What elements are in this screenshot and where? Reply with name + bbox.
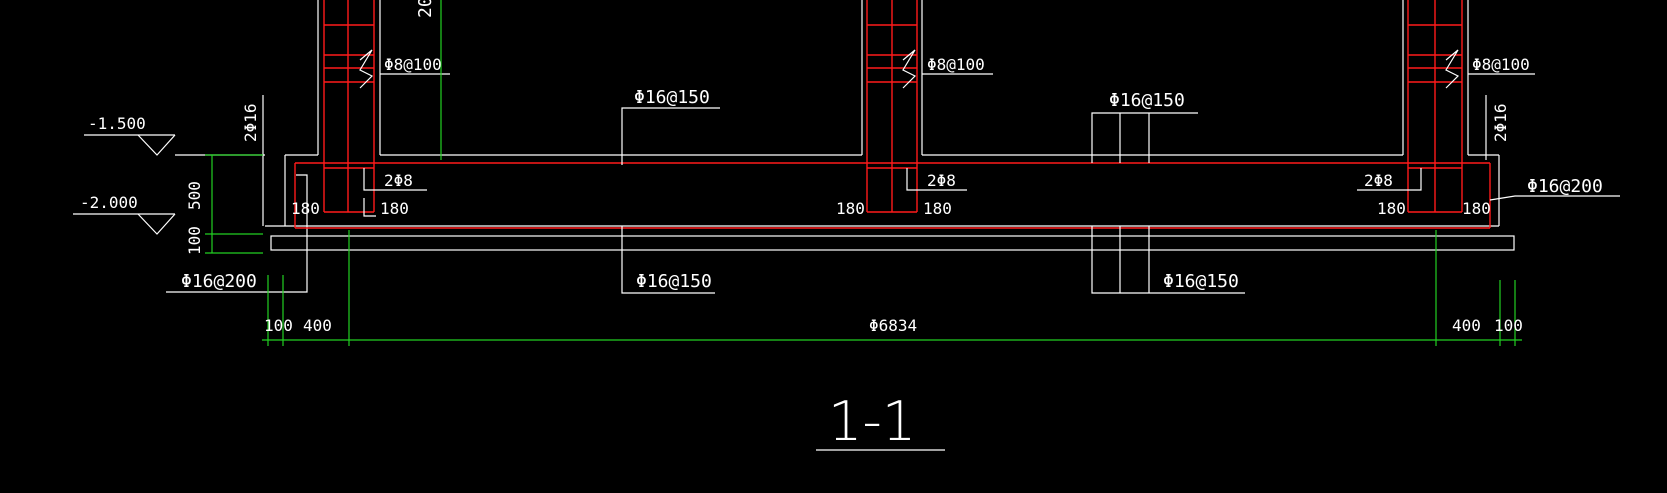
rebar-stirrup-3: Φ8@100	[1472, 55, 1530, 74]
dim-top: 20	[415, 0, 436, 18]
rebar-top-1: Φ16@150	[634, 87, 710, 108]
rebar-bottom-1: Φ16@150	[636, 271, 712, 292]
lap-mid-1: 180	[836, 199, 865, 218]
level-1: -1.500	[88, 114, 146, 133]
rebar-lines	[294, 0, 1491, 229]
rebar-top-2: Φ16@150	[1109, 90, 1185, 111]
rebar-beam-1: 2Φ8	[384, 171, 413, 190]
rebar-vert-right: 2Φ16	[1491, 103, 1510, 142]
rebar-edge-right: Φ16@200	[1527, 176, 1603, 197]
dim-ext-right: 100	[1494, 316, 1523, 335]
rebar-beam-3: 2Φ8	[1364, 171, 1393, 190]
rebar-beam-2: 2Φ8	[927, 171, 956, 190]
lap-left-1: 180	[291, 199, 320, 218]
lap-left-2: 180	[380, 199, 409, 218]
dim-wall-left: 400	[303, 316, 332, 335]
concrete-outline	[166, 0, 1515, 293]
rebar-stirrup-1: Φ8@100	[384, 55, 442, 74]
leader-lines	[73, 49, 1620, 451]
section-title: 1-1	[828, 390, 916, 453]
dimension-lines	[205, 0, 1522, 346]
rebar-edge-left: Φ16@200	[181, 271, 257, 292]
dim-overall: Φ6834	[869, 316, 917, 335]
lap-mid-2: 180	[923, 199, 952, 218]
lap-right-1: 180	[1377, 199, 1406, 218]
dim-slab: 500	[185, 181, 204, 210]
dim-ext-left: 100	[264, 316, 293, 335]
lap-right-2: 180	[1462, 199, 1491, 218]
rebar-stirrup-2: Φ8@100	[927, 55, 985, 74]
rebar-bottom-2: Φ16@150	[1163, 271, 1239, 292]
dim-cushion: 100	[185, 226, 204, 255]
level-2: -2.000	[80, 193, 138, 212]
dim-wall-right: 400	[1452, 316, 1481, 335]
rebar-vert-left: 2Φ16	[241, 103, 260, 142]
